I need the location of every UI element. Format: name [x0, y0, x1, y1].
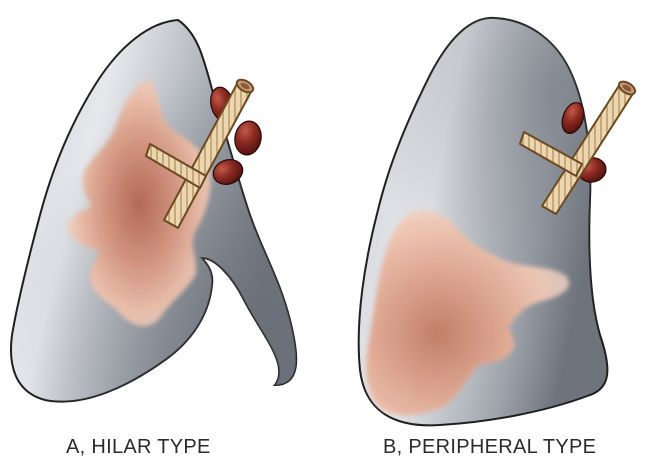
- panel-b-lung: [340, 0, 640, 440]
- lymph-node-icon: [232, 119, 264, 157]
- caption-peripheral-type: B, PERIPHERAL TYPE: [383, 436, 596, 459]
- caption-hilar-type: A, HILAR TYPE: [66, 436, 211, 459]
- panel-a-lung: [0, 0, 330, 420]
